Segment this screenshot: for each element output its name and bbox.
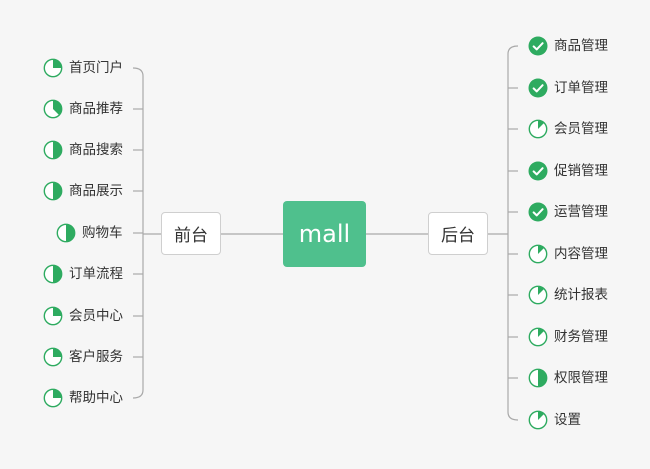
item-label: 客户服务 xyxy=(69,349,123,365)
item-label: 设置 xyxy=(554,412,581,428)
item-label: 财务管理 xyxy=(554,329,608,345)
item-label: 订单管理 xyxy=(554,80,608,96)
branch-node-frontend[interactable]: 前台 xyxy=(161,212,221,255)
backend-item[interactable]: 统计报表 xyxy=(528,283,608,307)
progress-pie-icon xyxy=(43,306,63,326)
progress-pie-icon xyxy=(528,410,548,430)
item-label: 商品搜索 xyxy=(69,142,123,158)
progress-pie-icon xyxy=(43,388,63,408)
item-label: 商品管理 xyxy=(554,38,608,54)
progress-pie-icon xyxy=(43,264,63,284)
progress-pie-icon xyxy=(528,244,548,264)
check-circle-icon xyxy=(528,202,548,222)
root-label: mall xyxy=(298,220,351,248)
check-circle-icon xyxy=(528,78,548,98)
item-label: 首页门户 xyxy=(69,60,123,76)
progress-pie-icon xyxy=(528,327,548,347)
frontend-item[interactable]: 购物车 xyxy=(56,221,123,245)
progress-pie-icon xyxy=(43,140,63,160)
backend-item[interactable]: 内容管理 xyxy=(528,242,608,266)
progress-pie-icon xyxy=(528,368,548,388)
frontend-item[interactable]: 会员中心 xyxy=(43,304,123,328)
item-label: 会员管理 xyxy=(554,121,608,137)
item-label: 商品展示 xyxy=(69,183,123,199)
frontend-item[interactable]: 商品推荐 xyxy=(43,97,123,121)
item-label: 帮助中心 xyxy=(69,390,123,406)
backend-item[interactable]: 促销管理 xyxy=(528,159,608,183)
root-node-mall[interactable]: mall xyxy=(283,201,366,267)
item-label: 内容管理 xyxy=(554,246,608,262)
item-label: 购物车 xyxy=(82,225,123,241)
item-label: 商品推荐 xyxy=(69,101,123,117)
backend-item[interactable]: 商品管理 xyxy=(528,34,608,58)
check-circle-icon xyxy=(528,161,548,181)
progress-pie-icon xyxy=(528,119,548,139)
item-label: 促销管理 xyxy=(554,163,608,179)
item-label: 运营管理 xyxy=(554,204,608,220)
backend-bracket xyxy=(507,45,519,421)
frontend-item[interactable]: 订单流程 xyxy=(43,262,123,286)
backend-item[interactable]: 设置 xyxy=(528,408,581,432)
check-circle-icon xyxy=(528,36,548,56)
backend-label: 后台 xyxy=(441,226,475,246)
progress-pie-icon xyxy=(43,58,63,78)
item-label: 订单流程 xyxy=(69,266,123,282)
backend-item[interactable]: 运营管理 xyxy=(528,200,608,224)
item-label: 权限管理 xyxy=(554,370,608,386)
frontend-item[interactable]: 商品展示 xyxy=(43,179,123,203)
branch-node-backend[interactable]: 后台 xyxy=(428,212,488,255)
backend-item[interactable]: 权限管理 xyxy=(528,366,608,390)
progress-pie-icon xyxy=(43,347,63,367)
frontend-item[interactable]: 帮助中心 xyxy=(43,386,123,410)
item-label: 统计报表 xyxy=(554,287,608,303)
backend-item[interactable]: 订单管理 xyxy=(528,76,608,100)
backend-item[interactable]: 财务管理 xyxy=(528,325,608,349)
frontend-item[interactable]: 客户服务 xyxy=(43,345,123,369)
progress-pie-icon xyxy=(43,99,63,119)
frontend-item[interactable]: 商品搜索 xyxy=(43,138,123,162)
frontend-item[interactable]: 首页门户 xyxy=(43,56,123,80)
frontend-label: 前台 xyxy=(174,226,208,246)
progress-pie-icon xyxy=(528,285,548,305)
backend-item[interactable]: 会员管理 xyxy=(528,117,608,141)
item-label: 会员中心 xyxy=(69,308,123,324)
progress-pie-icon xyxy=(43,181,63,201)
progress-pie-icon xyxy=(56,223,76,243)
